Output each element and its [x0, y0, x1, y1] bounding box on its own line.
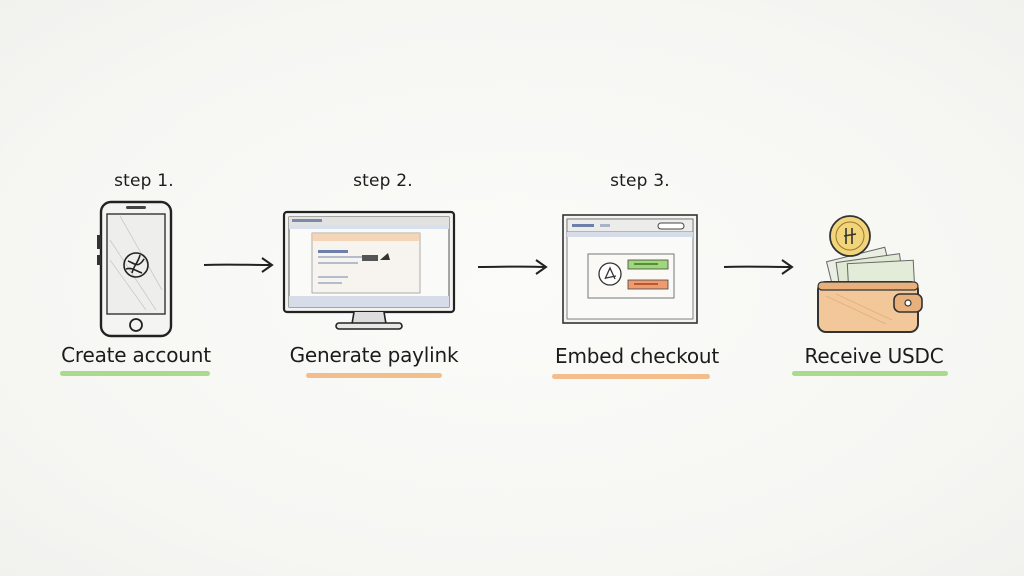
- step-3-label: step 3.: [610, 171, 670, 191]
- arrow-2-icon: [477, 259, 548, 275]
- phone-icon: [96, 200, 176, 344]
- step-3-caption: Embed checkout: [555, 344, 719, 368]
- step-1-underline: [60, 371, 210, 376]
- step-4-caption: Receive USDC: [804, 344, 944, 368]
- step-4-underline: [792, 371, 948, 376]
- step-2-caption: Generate paylink: [289, 343, 459, 367]
- arrow-3-icon: [723, 259, 794, 275]
- wallet-coin-icon: [812, 214, 930, 340]
- step-1-label: step 1.: [114, 171, 174, 191]
- browser-window-icon: [560, 212, 700, 330]
- monitor-icon: [282, 210, 456, 336]
- step-2-label: step 2.: [353, 171, 413, 191]
- step-1-caption: Create account: [61, 343, 211, 367]
- step-3-underline: [552, 374, 710, 379]
- step-2-underline: [306, 373, 442, 378]
- arrow-1-icon: [203, 257, 274, 273]
